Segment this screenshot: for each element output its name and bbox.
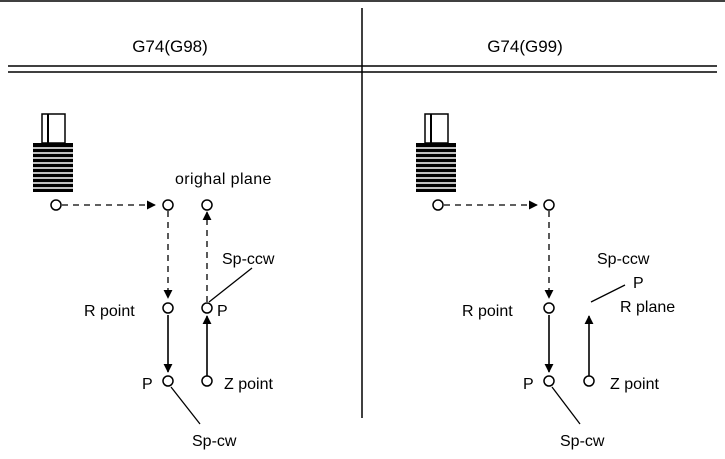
p-left-point [162,375,174,387]
drill-tool-icon [33,113,73,192]
r-plane-label: R plane [620,299,675,316]
panel-header-g98: G74(G98) [132,37,208,56]
start-point [50,199,62,211]
initial-point [543,199,555,211]
z-point-label: Z point [610,376,659,393]
p-right-point [201,302,213,314]
p-left-label: P [523,376,534,393]
p-left-point [543,375,555,387]
panel-g99: Sp-ccw P R plane R point P Z point Sp-cw [416,113,675,450]
r-point-label: R point [462,303,513,320]
p-right-label: P [633,275,644,292]
sp-cw-leader [170,386,201,425]
drill-tool-icon [416,113,456,192]
sp-ccw-leader [208,267,253,303]
sp-ccw-label: Sp-ccw [222,251,275,268]
initial-point [162,199,174,211]
original-plane-point [201,199,213,211]
panel-g98: orighal plane R point P Sp-ccw P Z point… [33,113,275,450]
panel-header-g99: G74(G99) [487,37,563,56]
start-point [432,199,444,211]
sp-ccw-leader [590,284,626,303]
r-point [162,302,174,314]
sp-cw-label: Sp-cw [192,433,237,450]
original-plane-label: orighal plane [175,171,272,188]
p-left-label: P [142,376,153,393]
sp-cw-leader [551,386,581,425]
z-point [201,375,213,387]
z-point-label: Z point [224,376,273,393]
p-right-label: P [217,303,228,320]
z-point [583,375,595,387]
r-point-label: R point [84,303,135,320]
sp-ccw-label: Sp-ccw [597,251,650,268]
r-point [543,302,555,314]
sp-cw-label: Sp-cw [560,433,605,450]
